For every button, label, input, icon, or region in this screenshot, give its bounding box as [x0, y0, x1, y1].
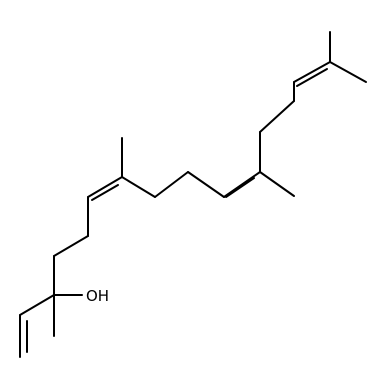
double-bond-z [87, 176, 123, 198]
bond-methyl-c [259, 171, 295, 197]
bond-methyl-b [329, 61, 367, 83]
bond-chain-5 [154, 171, 189, 198]
bond-chain-2 [259, 100, 295, 133]
double-bond-terminal-inner [296, 68, 328, 87]
double-bond-middle-inner [225, 177, 255, 198]
double-bond-middle [223, 171, 261, 198]
bond-vinyl [19, 294, 55, 316]
double-bond-terminal [293, 61, 331, 83]
hydroxyl-label: OH [86, 287, 109, 305]
bond-chain-4 [187, 171, 225, 198]
double-bond-z-inner [91, 184, 119, 201]
bond-chain-6 [121, 176, 156, 198]
bond-chain-8 [53, 235, 89, 257]
